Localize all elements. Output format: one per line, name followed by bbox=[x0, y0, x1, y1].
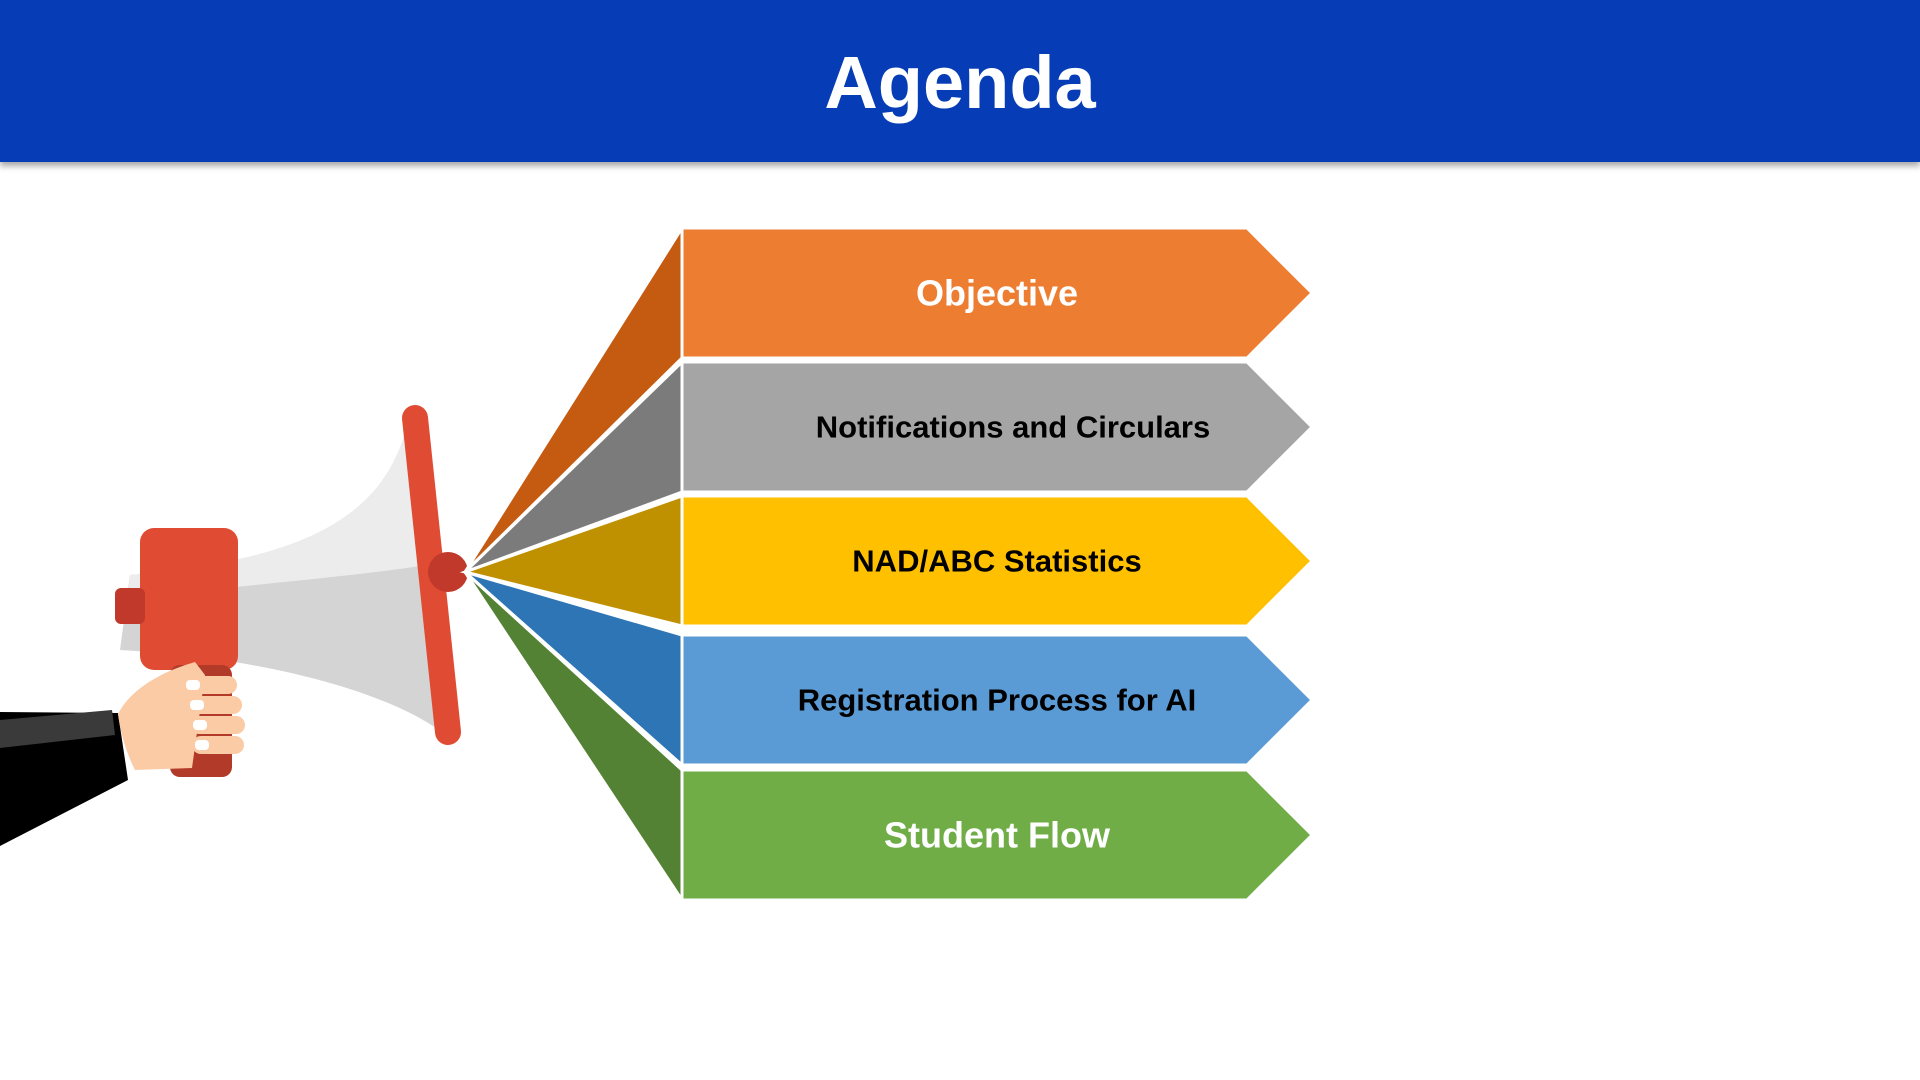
megaphone-icon bbox=[0, 405, 468, 846]
page-title: Agenda bbox=[824, 41, 1096, 124]
agenda-item-label: Notifications and Circulars bbox=[816, 410, 1210, 445]
megaphone-cap-back bbox=[115, 588, 145, 624]
agenda-item-label: NAD/ABC Statistics bbox=[852, 544, 1141, 579]
title-bar: Agenda bbox=[0, 0, 1920, 162]
sleeve-shape bbox=[0, 712, 128, 846]
agenda-item-arrow bbox=[680, 633, 1315, 767]
agenda-item-arrow bbox=[680, 360, 1315, 494]
agenda-item-arrow bbox=[680, 226, 1315, 360]
agenda-item-label: Objective bbox=[916, 273, 1078, 314]
megaphone-cap bbox=[140, 528, 238, 670]
sleeve-highlight bbox=[0, 710, 115, 748]
agenda-item-label: Registration Process for AI bbox=[798, 683, 1197, 718]
megaphone-cone-highlight bbox=[128, 422, 445, 598]
agenda-item-arrow bbox=[680, 768, 1315, 902]
agenda-item-arrow bbox=[680, 494, 1315, 628]
hand-icon bbox=[118, 662, 245, 770]
megaphone-nozzle bbox=[428, 552, 468, 592]
agenda-item-label: Student Flow bbox=[884, 815, 1111, 856]
